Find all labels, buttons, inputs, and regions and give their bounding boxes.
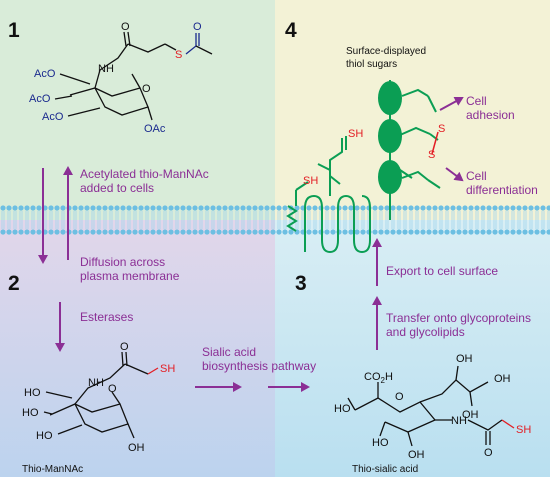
oh-anomeric-mid: OH bbox=[128, 442, 145, 454]
ring-o-top: O bbox=[142, 83, 151, 95]
ho-label-left: HO bbox=[334, 403, 351, 415]
panel-4-background bbox=[275, 0, 550, 220]
plasma-membrane bbox=[0, 205, 550, 235]
thioester-o: O bbox=[193, 21, 202, 33]
diffusion-label-line2: plasma membrane bbox=[80, 269, 180, 283]
transfer-label-line1: Transfer onto glycoproteins bbox=[386, 311, 531, 325]
adhesion-label-line2: adhesion bbox=[466, 108, 515, 122]
differentiation-label-line2: differentiation bbox=[466, 183, 538, 197]
ho-label-1: HO bbox=[24, 387, 41, 399]
oh-label-b: OH bbox=[494, 373, 511, 385]
arrow-cell-adhesion bbox=[439, 96, 464, 111]
sh-label-right: SH bbox=[516, 424, 531, 436]
sulfur-label-top: S bbox=[175, 49, 182, 61]
oac-anomeric: OAc bbox=[144, 123, 166, 135]
diffusion-label-line1: Diffusion across bbox=[80, 255, 165, 269]
panel-number-4: 4 bbox=[285, 19, 297, 42]
export-label: Export to cell surface bbox=[386, 264, 498, 278]
panel-number-2: 2 bbox=[8, 272, 20, 295]
oh-label-c: OH bbox=[462, 409, 479, 421]
oh-label-a: OH bbox=[456, 353, 473, 365]
acetylated-label-line2: added to cells bbox=[80, 181, 154, 195]
adhesion-label-line1: Cell bbox=[466, 94, 487, 108]
co2h-label: CO2H bbox=[364, 371, 393, 385]
disulfide-bond bbox=[431, 131, 439, 155]
acetylated-label-line1: Acetylated thio-ManNAc bbox=[80, 167, 209, 181]
caption-thio-mannac: Thio-ManNAc bbox=[22, 464, 83, 475]
nh-label-mid: NH bbox=[88, 377, 104, 389]
panel-number-1: 1 bbox=[8, 19, 20, 42]
panel-number-3: 3 bbox=[295, 272, 307, 295]
oac-group-2: AcO bbox=[29, 93, 51, 105]
sugar-ellipse-middle bbox=[378, 119, 402, 153]
sh-label-left-sugar: SH bbox=[303, 175, 318, 187]
oac-group-1: AcO bbox=[34, 68, 56, 80]
sugar-ellipse-bottom bbox=[378, 160, 402, 194]
thio-sialic-acid-structure bbox=[347, 365, 515, 447]
panel-3-background bbox=[275, 220, 550, 477]
sialic-pathway-line2: biosynthesis pathway bbox=[202, 359, 316, 373]
nh-label-right: NH bbox=[451, 415, 467, 427]
carbonyl-o-right: O bbox=[484, 447, 493, 459]
sugar-ellipse-top bbox=[378, 81, 402, 115]
disulfide-s-2: S bbox=[428, 149, 435, 161]
ring-o-right: O bbox=[395, 391, 404, 403]
esterases-label: Esterases bbox=[80, 310, 133, 324]
sh-label-mid: SH bbox=[160, 363, 175, 375]
surface-label-line2: thiol sugars bbox=[346, 59, 397, 70]
acetylated-thio-mannac-structure bbox=[54, 31, 213, 121]
arrow-cell-differentiation bbox=[445, 167, 464, 182]
ho-label-2: HO bbox=[22, 407, 39, 419]
caption-thio-sialic-acid: Thio-sialic acid bbox=[352, 464, 418, 475]
ring-o-mid: O bbox=[108, 383, 117, 395]
nh-label-top: NH bbox=[98, 63, 114, 75]
differentiation-label-line1: Cell bbox=[466, 169, 487, 183]
oac-group-3: AcO bbox=[42, 111, 64, 123]
sialic-pathway-line1: Sialic acid bbox=[202, 345, 256, 359]
ho-label-3: HO bbox=[36, 430, 53, 442]
carbonyl-o-mid: O bbox=[120, 341, 129, 353]
surface-label-line1: Surface-displayed bbox=[346, 46, 426, 57]
transfer-label-line2: and glycolipids bbox=[386, 325, 465, 339]
carbonyl-o-top: O bbox=[121, 21, 130, 33]
thio-mannac-structure bbox=[43, 351, 159, 439]
ho-label-bottom: HO bbox=[372, 437, 389, 449]
oh-label-d: OH bbox=[408, 449, 425, 461]
sh-label-branch: SH bbox=[348, 128, 363, 140]
disulfide-s-1: S bbox=[438, 123, 445, 135]
